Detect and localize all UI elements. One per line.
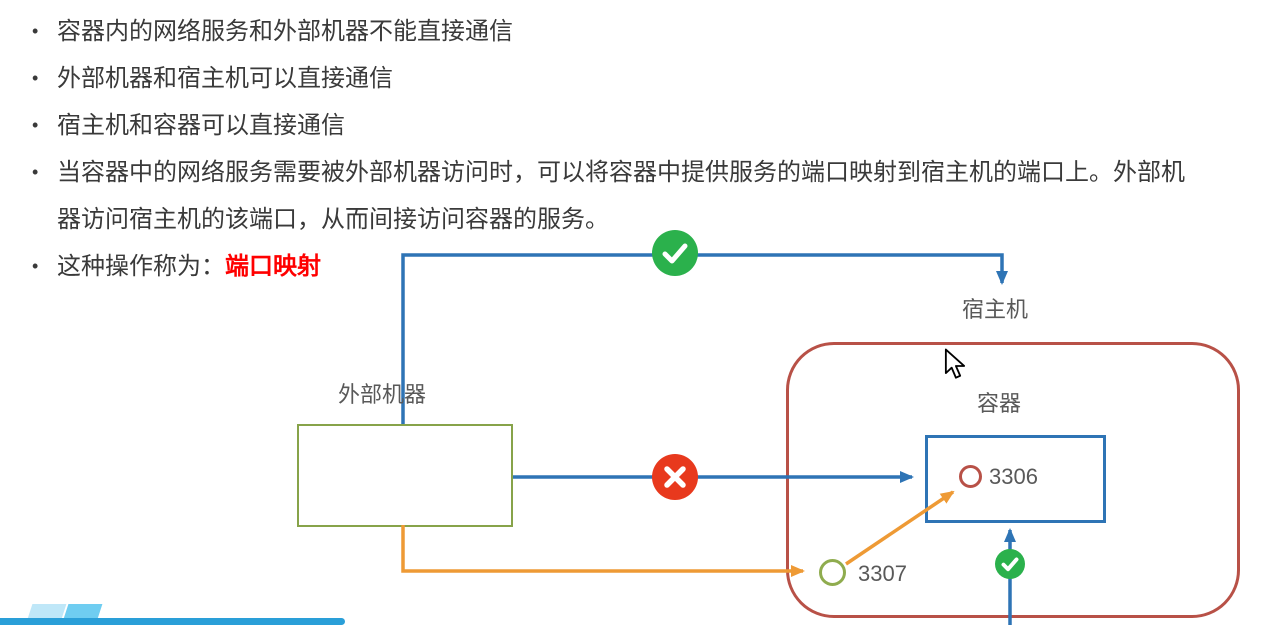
bullet-item: 当容器中的网络服务需要被外部机器访问时，可以将容器中提供服务的端口映射到宿主机的… xyxy=(30,149,1196,243)
external-machine-box xyxy=(297,424,513,527)
external-machine-label: 外部机器 xyxy=(338,382,427,407)
bullet-text: 这种操作称为： xyxy=(57,253,225,280)
watermark-bar xyxy=(0,618,345,625)
arrow-port-3307-to-port-3306 xyxy=(845,490,955,566)
bullet-item: 外部机器和宿主机可以直接通信 xyxy=(30,55,1196,102)
port-3306-label: 3306 xyxy=(989,464,1038,489)
bullet-text: 宿主机和容器可以直接通信 xyxy=(57,112,345,139)
mouse-cursor-icon xyxy=(944,348,966,380)
check-icon xyxy=(995,549,1025,579)
port-3307-ring xyxy=(819,559,846,586)
arrow-external-to-port-3307 xyxy=(401,525,805,577)
bullet-text: 外部机器和宿主机可以直接通信 xyxy=(57,65,393,92)
bullet-list: 容器内的网络服务和外部机器不能直接通信 外部机器和宿主机可以直接通信 宿主机和容… xyxy=(0,0,1280,290)
cross-icon xyxy=(652,454,698,500)
container-label: 容器 xyxy=(977,391,1022,416)
port-3306-ring xyxy=(959,465,982,488)
bullet-item: 容器内的网络服务和外部机器不能直接通信 xyxy=(30,8,1196,55)
host-machine-label: 宿主机 xyxy=(962,297,1029,322)
port-mapping-highlight: 端口映射 xyxy=(225,253,321,280)
port-3307-label: 3307 xyxy=(858,561,907,586)
bullet-text: 容器内的网络服务和外部机器不能直接通信 xyxy=(57,18,513,45)
bullet-item: 宿主机和容器可以直接通信 xyxy=(30,102,1196,149)
bullet-text: 当容器中的网络服务需要被外部机器访问时，可以将容器中提供服务的端口映射到宿主机的… xyxy=(57,159,1185,233)
host-machine-box xyxy=(786,342,1240,618)
container-box xyxy=(925,435,1106,523)
watermark-logo xyxy=(0,600,360,625)
bullet-item: 这种操作称为：端口映射 xyxy=(30,243,1196,290)
